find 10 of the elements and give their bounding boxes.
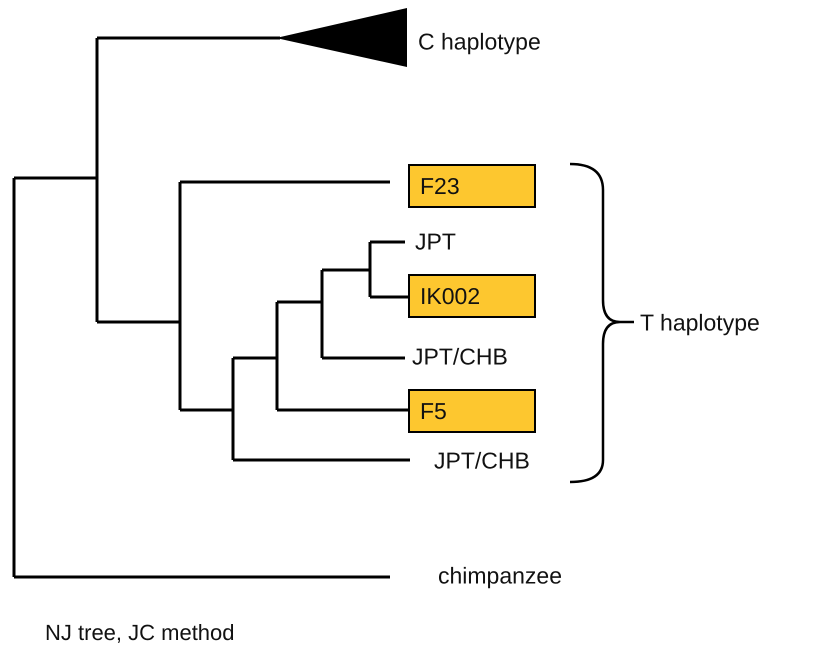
highlighted-sample-box: F5 bbox=[408, 389, 536, 433]
leaf-label: chimpanzee bbox=[438, 562, 562, 590]
highlighted-sample-box: F23 bbox=[408, 164, 536, 208]
leaf-label: C haplotype bbox=[418, 28, 541, 56]
caption: NJ tree, JC method bbox=[45, 620, 235, 646]
highlighted-sample-box: IK002 bbox=[408, 274, 536, 318]
leaf-label: JPT bbox=[415, 228, 456, 256]
leaf-label: T haplotype bbox=[640, 310, 760, 336]
leaf-label: JPT/CHB bbox=[434, 448, 530, 474]
leaf-label: JPT/CHB bbox=[412, 344, 508, 370]
